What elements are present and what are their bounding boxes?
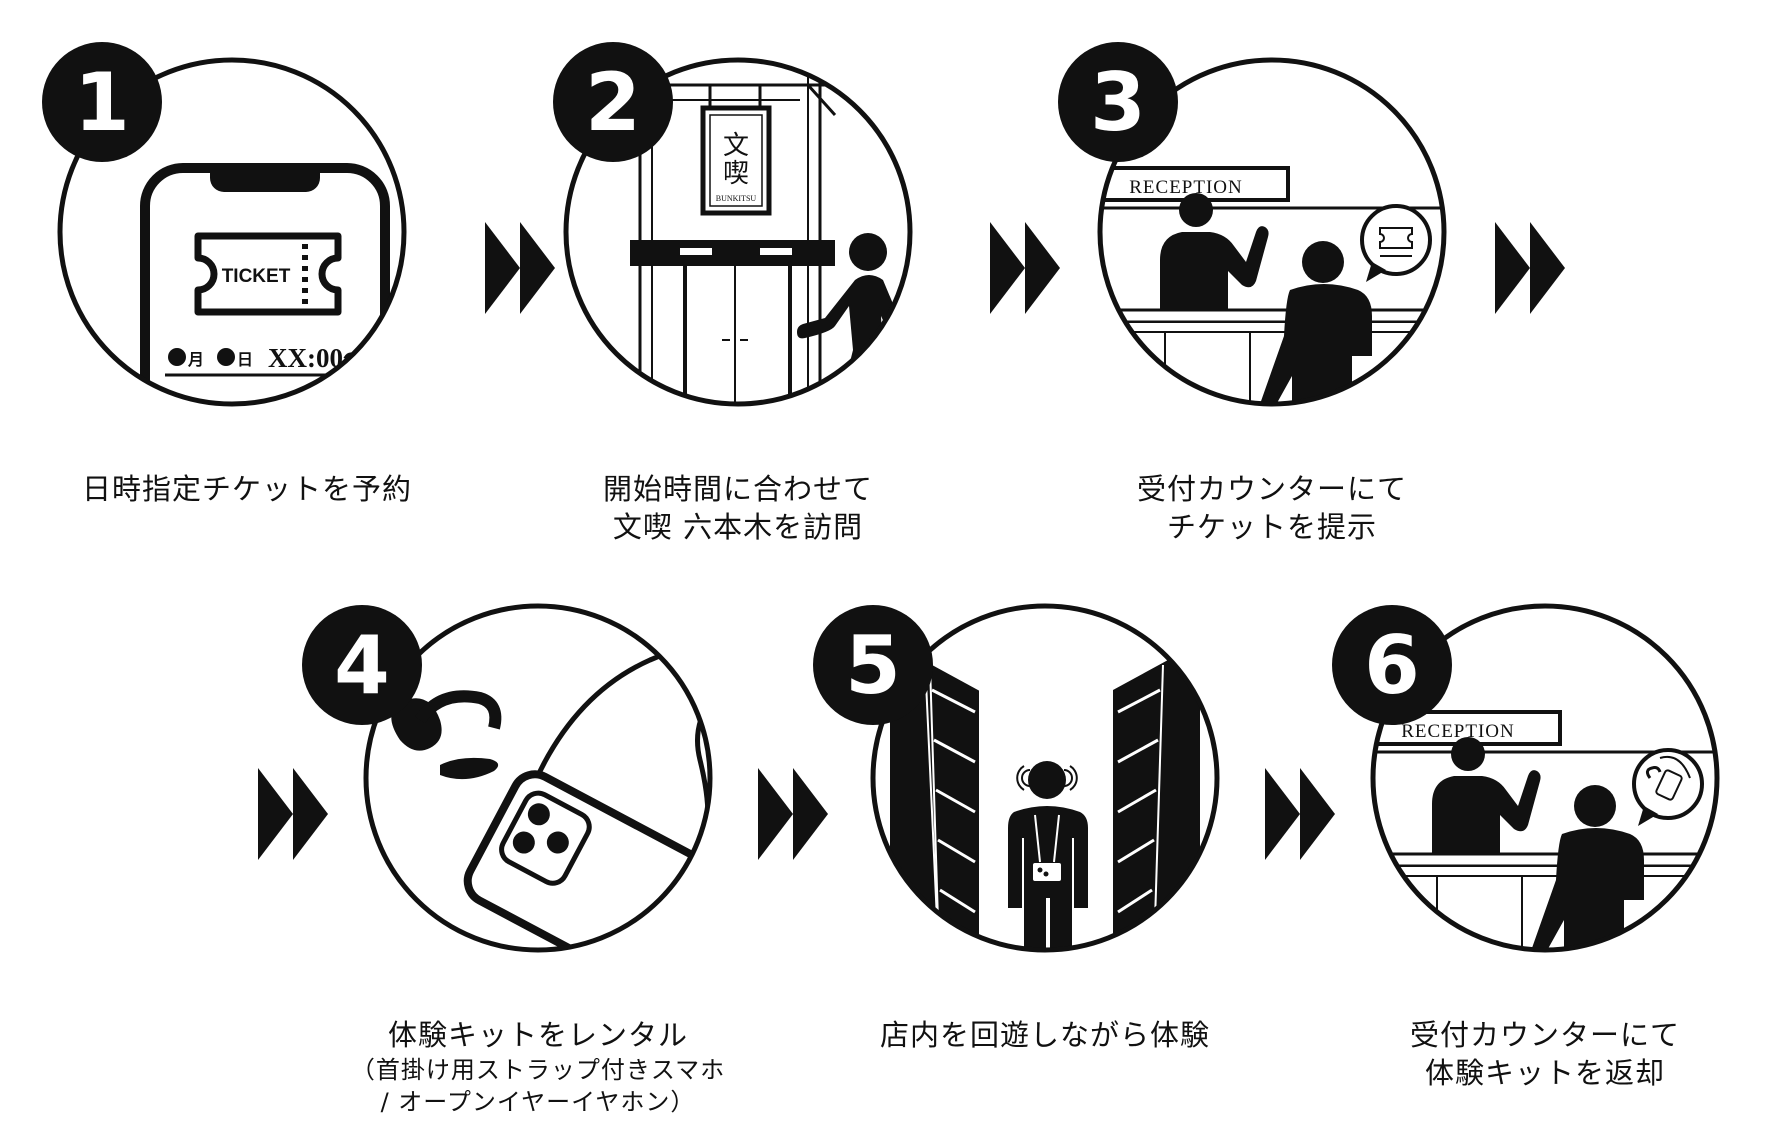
listening-person-icon bbox=[1008, 761, 1088, 950]
step-3-illustration: RECEPTION bbox=[1100, 166, 1444, 404]
customer-person-icon bbox=[1258, 241, 1372, 404]
step-5: 5 bbox=[813, 603, 1220, 953]
open-earphone-icon bbox=[391, 690, 502, 780]
ticket-speech-bubble-icon bbox=[1360, 204, 1432, 282]
arrow-5-icon bbox=[758, 768, 828, 860]
sign-char-1: 文 bbox=[723, 131, 749, 161]
step-3: RECEPTION bbox=[1058, 42, 1447, 407]
smartphone-case-icon bbox=[463, 770, 710, 950]
step-3-caption-line-1: 受付カウンターにて bbox=[1136, 472, 1407, 506]
staff-person-icon bbox=[1432, 737, 1541, 854]
step-1-number: 1 bbox=[74, 56, 130, 149]
step-6-caption-line-1: 受付カウンターにて bbox=[1409, 1018, 1680, 1052]
step-4-caption-line-1: 体験キットをレンタル bbox=[387, 1018, 688, 1052]
left-bookshelf-icon bbox=[890, 658, 981, 950]
arrow-3-icon bbox=[1495, 222, 1565, 314]
sign-char-2: 喫 bbox=[723, 159, 749, 189]
step-2-caption: 開始時間に合わせて 文喫 六本木を訪問 bbox=[588, 470, 888, 546]
step-6-badge bbox=[1332, 605, 1452, 725]
time-label: XX:00〜 bbox=[268, 343, 370, 373]
phone-notch bbox=[210, 168, 320, 192]
step-4-illustration bbox=[391, 608, 710, 950]
step-4-caption-note: （首掛け用ストラップ付きスマホ / オープンイヤーイヤホン） bbox=[338, 1054, 738, 1118]
step-1-illustration: TICKET 月 日 XX:00〜 bbox=[140, 163, 390, 404]
reception-label: RECEPTION bbox=[1401, 721, 1515, 742]
step-4-caption-note-line-1: （首掛け用ストラップ付きスマホ bbox=[350, 1056, 726, 1084]
step-5-caption-line-1: 店内を回遊しながら体験 bbox=[879, 1018, 1210, 1052]
day-dot bbox=[217, 348, 235, 366]
step-5-number: 5 bbox=[845, 619, 901, 712]
step-3-caption-line-2: チケットを提示 bbox=[1166, 510, 1377, 544]
step-6-illustration: RECEPTION bbox=[1373, 710, 1717, 950]
sign-sub: BUNKITSU bbox=[716, 194, 757, 203]
step-3-number: 3 bbox=[1090, 56, 1146, 149]
step-6-number: 6 bbox=[1364, 619, 1420, 712]
right-bookshelf-icon bbox=[1113, 660, 1200, 950]
step-5-caption: 店内を回遊しながら体験 bbox=[870, 1016, 1220, 1054]
step-6-caption-line-2: 体験キットを返却 bbox=[1424, 1056, 1665, 1090]
store-sign bbox=[700, 105, 772, 216]
step-2: 文 喫 BUNKITSU 2 bbox=[553, 42, 913, 407]
month-dot bbox=[168, 348, 186, 366]
ticket-label: TICKET bbox=[222, 266, 291, 287]
smartphone-icon bbox=[140, 163, 390, 404]
day-label: 日 bbox=[237, 350, 253, 369]
step-3-caption: 受付カウンターにて チケットを提示 bbox=[1122, 470, 1422, 546]
step-1-caption: 日時指定チケットを予約 bbox=[82, 470, 413, 508]
step-4-number: 4 bbox=[334, 619, 390, 712]
step-3-badge bbox=[1058, 42, 1178, 162]
step-1-badge bbox=[42, 42, 162, 162]
step-4-badge bbox=[302, 605, 422, 725]
step-4: 4 bbox=[302, 603, 713, 953]
step-5-badge bbox=[813, 605, 933, 725]
reception-label: RECEPTION bbox=[1129, 177, 1243, 198]
step-2-caption-line-1: 開始時間に合わせて bbox=[602, 472, 873, 506]
arrow-1-icon bbox=[485, 222, 555, 314]
step-4-caption-note-line-2: / オープンイヤーイヤホン） bbox=[380, 1088, 696, 1116]
kit-speech-bubble-icon bbox=[1632, 748, 1704, 826]
month-label: 月 bbox=[187, 350, 204, 369]
arrow-2-icon bbox=[990, 222, 1060, 314]
step-6: RECEPTION bbox=[1332, 603, 1720, 953]
arrow-4-icon bbox=[258, 768, 328, 860]
step-5-illustration bbox=[890, 658, 1200, 950]
step-4-caption: 体験キットをレンタル bbox=[338, 1016, 738, 1054]
arrow-6-icon bbox=[1265, 768, 1335, 860]
step-2-badge bbox=[553, 42, 673, 162]
step-1: TICKET 月 日 XX:00〜 1 bbox=[42, 42, 407, 407]
step-1-caption-line-1: 日時指定チケットを予約 bbox=[82, 472, 413, 506]
step-6-caption: 受付カウンターにて 体験キットを返却 bbox=[1395, 1016, 1695, 1092]
step-2-number: 2 bbox=[585, 56, 641, 149]
step-2-caption-line-2: 文喫 六本木を訪問 bbox=[612, 510, 864, 544]
staff-person-icon bbox=[1160, 193, 1269, 310]
